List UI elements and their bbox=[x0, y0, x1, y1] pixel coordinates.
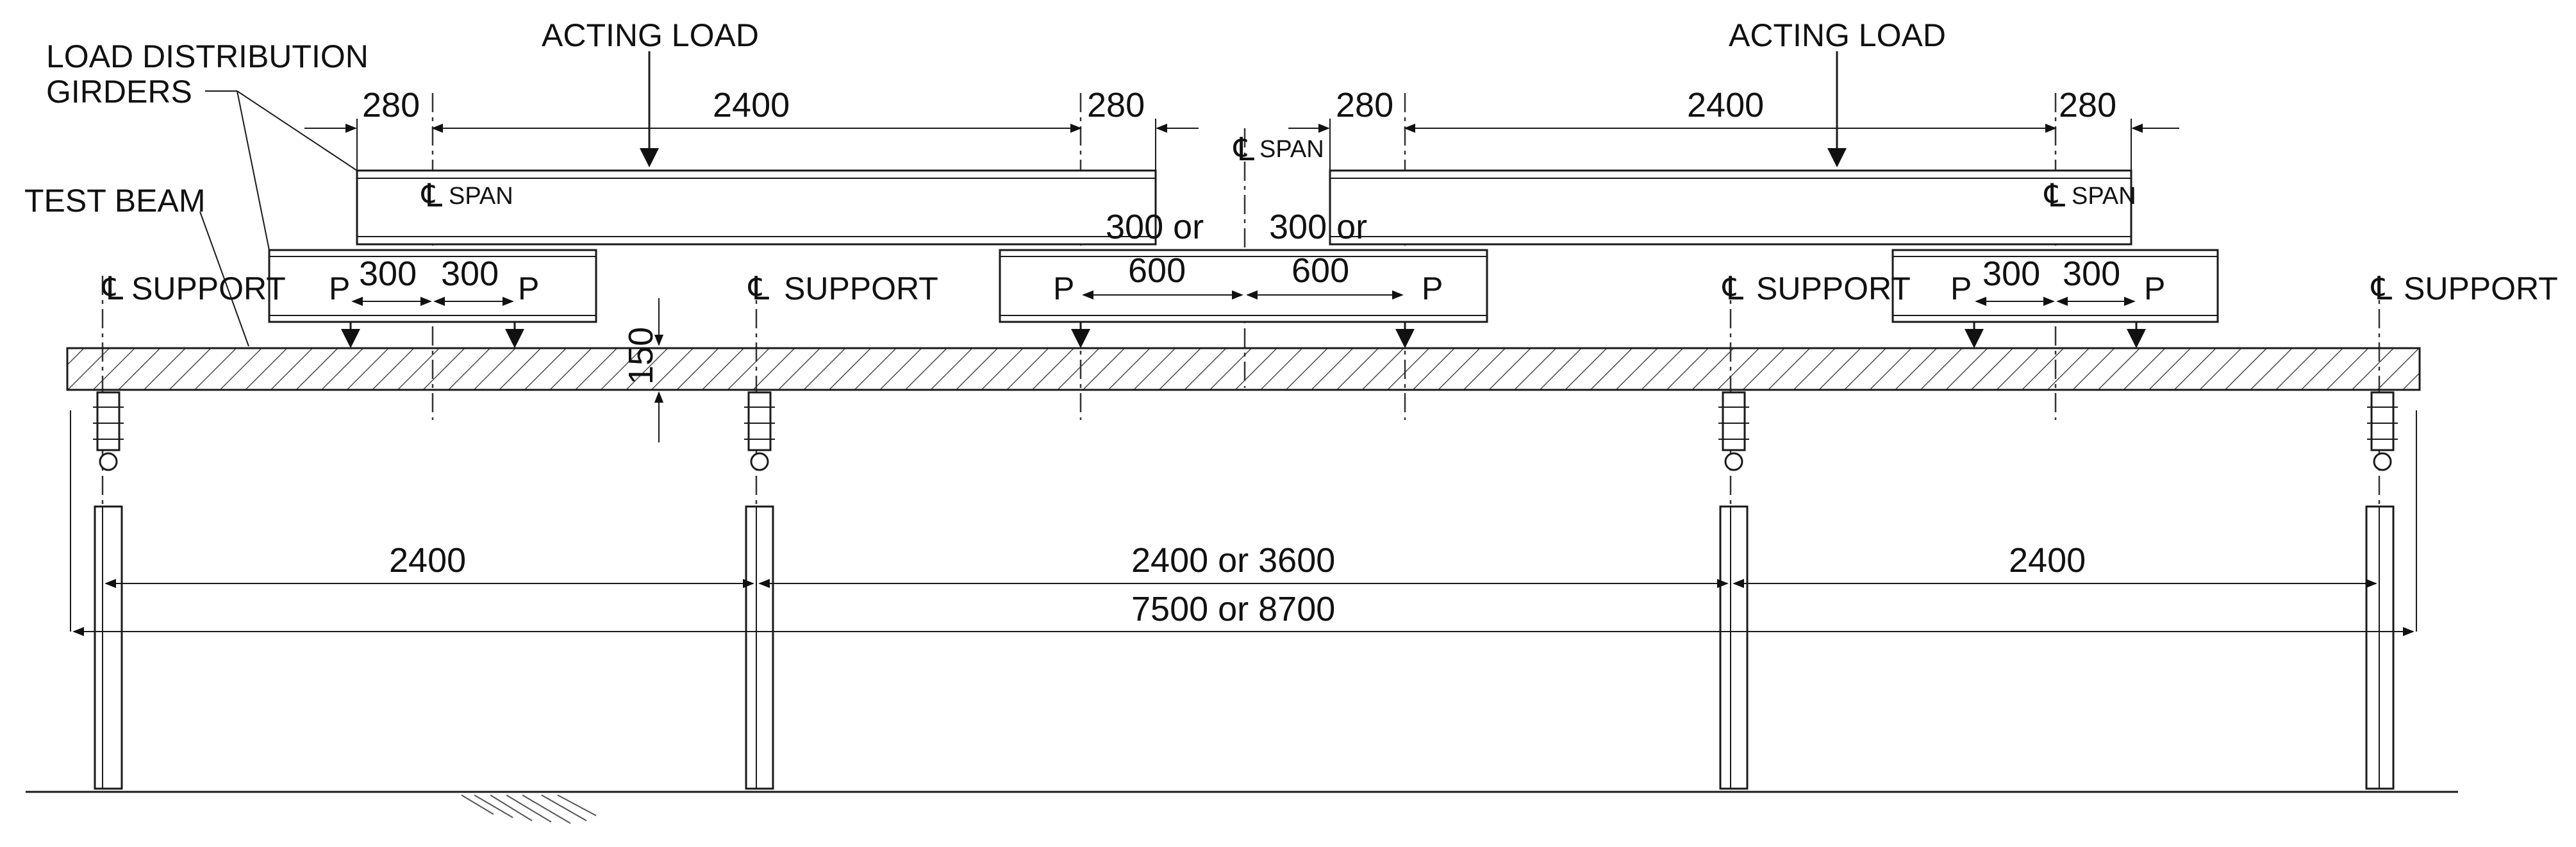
top-girder-left bbox=[356, 169, 1157, 246]
dim-span-total: 7500 or 8700 bbox=[1131, 590, 1335, 628]
test-beam-label: TEST BEAM bbox=[24, 183, 205, 219]
dim-spans bbox=[72, 578, 2414, 637]
acting-load-right-label: ACTING LOAD bbox=[1729, 17, 1946, 53]
dim-mid-600-left: 600 bbox=[1128, 251, 1186, 290]
cl-symbol-support-4: ℄ bbox=[2370, 271, 2392, 306]
dim-right-2400: 2400 bbox=[1687, 86, 1764, 124]
support-3 bbox=[1718, 391, 1749, 790]
dim-left-280b: 280 bbox=[1087, 86, 1145, 124]
support-3-label: SUPPORT bbox=[1756, 271, 1911, 306]
p-label-3: P bbox=[1053, 271, 1074, 306]
dim-span-right: 2400 bbox=[2009, 541, 2086, 580]
cl-symbol-support-1: ℄ bbox=[101, 271, 123, 306]
support-4 bbox=[2365, 391, 2417, 790]
support-1-label: SUPPORT bbox=[131, 271, 286, 306]
load-distribution-girders-label-line2: GIRDERS bbox=[46, 74, 192, 110]
p-label-1: P bbox=[329, 271, 350, 306]
dim-span-mid: 2400 or 3600 bbox=[1131, 541, 1335, 580]
lower-girders bbox=[268, 249, 2219, 323]
dim-right-280b: 280 bbox=[2059, 86, 2116, 124]
support-1 bbox=[70, 391, 124, 790]
cl-span-right-label: SPAN bbox=[2072, 183, 2136, 210]
cl-symbol-right: ℄ bbox=[2043, 178, 2065, 214]
leader-lines bbox=[199, 90, 358, 347]
p-label-5: P bbox=[1950, 271, 1972, 306]
support-2-label: SUPPORT bbox=[784, 271, 938, 306]
test-beam bbox=[66, 347, 2421, 391]
dim-beam-depth-label: 150 bbox=[622, 327, 660, 385]
dim-left-2400: 2400 bbox=[713, 86, 790, 124]
dim-mid-300-or-right: 300 or bbox=[1269, 208, 1367, 246]
dim-right-300b: 300 bbox=[2063, 255, 2120, 293]
cl-symbol-support-3: ℄ bbox=[1722, 271, 1743, 306]
dim-top-left bbox=[304, 119, 1199, 171]
cl-span-top-label: SPAN bbox=[1259, 136, 1324, 163]
ground-hatch bbox=[461, 794, 597, 824]
acting-load-left-label: ACTING LOAD bbox=[542, 17, 759, 53]
dim-right-280a: 280 bbox=[1336, 86, 1393, 124]
cl-symbol-left: ℄ bbox=[420, 178, 442, 214]
dim-top-right bbox=[1288, 119, 2179, 171]
dim-left-300a: 300 bbox=[359, 255, 417, 293]
p-label-6: P bbox=[2144, 271, 2165, 306]
p-label-4: P bbox=[1422, 271, 1443, 306]
dim-mid-300-or-left: 300 or bbox=[1106, 208, 1204, 246]
cl-symbol-top: ℄ bbox=[1233, 131, 1254, 167]
dim-mid-600-right: 600 bbox=[1292, 251, 1349, 290]
support-2 bbox=[744, 391, 775, 790]
cl-span-left-label: SPAN bbox=[449, 183, 513, 210]
dim-left-280a: 280 bbox=[362, 86, 420, 124]
dim-span-left: 2400 bbox=[389, 541, 466, 580]
cl-symbol-support-2: ℄ bbox=[747, 271, 769, 306]
dim-left-300b: 300 bbox=[441, 255, 499, 293]
p-label-2: P bbox=[518, 271, 539, 306]
support-4-label: SUPPORT bbox=[2404, 271, 2558, 306]
point-load-arrows bbox=[341, 322, 2146, 348]
top-girder-right bbox=[1329, 169, 2132, 246]
dim-lower bbox=[351, 290, 2136, 306]
dim-right-300a: 300 bbox=[1982, 255, 2040, 293]
load-distribution-girders-label-line1: LOAD DISTRIBUTION bbox=[46, 38, 369, 74]
